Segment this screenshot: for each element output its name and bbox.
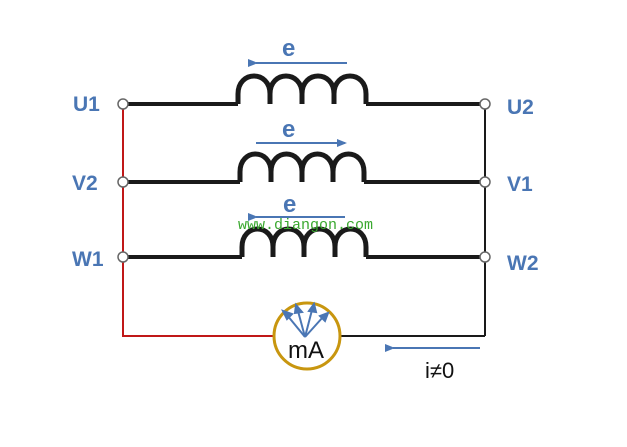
milliammeter: mA (272, 301, 342, 371)
label-w1: W1 (72, 248, 104, 271)
label-v2: V2 (72, 172, 98, 195)
label-w2: W2 (507, 252, 539, 275)
meter-needle-icon (281, 301, 330, 338)
emf-label-middle: e (282, 116, 295, 143)
winding-v (123, 151, 485, 184)
terminal-v2 (117, 176, 129, 188)
emf-label-top: e (282, 35, 295, 62)
winding-u (123, 73, 485, 106)
meter-label: mA (288, 337, 324, 364)
current-label: i≠0 (425, 358, 454, 383)
watermark-text: www.diangon.com (238, 217, 373, 234)
label-u2: U2 (507, 96, 534, 119)
terminal-w2 (479, 251, 491, 263)
label-v1: V1 (507, 173, 533, 196)
label-u1: U1 (73, 93, 100, 116)
terminal-w1 (117, 251, 129, 263)
terminal-u1 (117, 98, 129, 110)
emf-label-bottom: e (283, 191, 296, 218)
winding-w (123, 226, 485, 259)
terminal-u2 (479, 98, 491, 110)
terminal-v1 (479, 176, 491, 188)
